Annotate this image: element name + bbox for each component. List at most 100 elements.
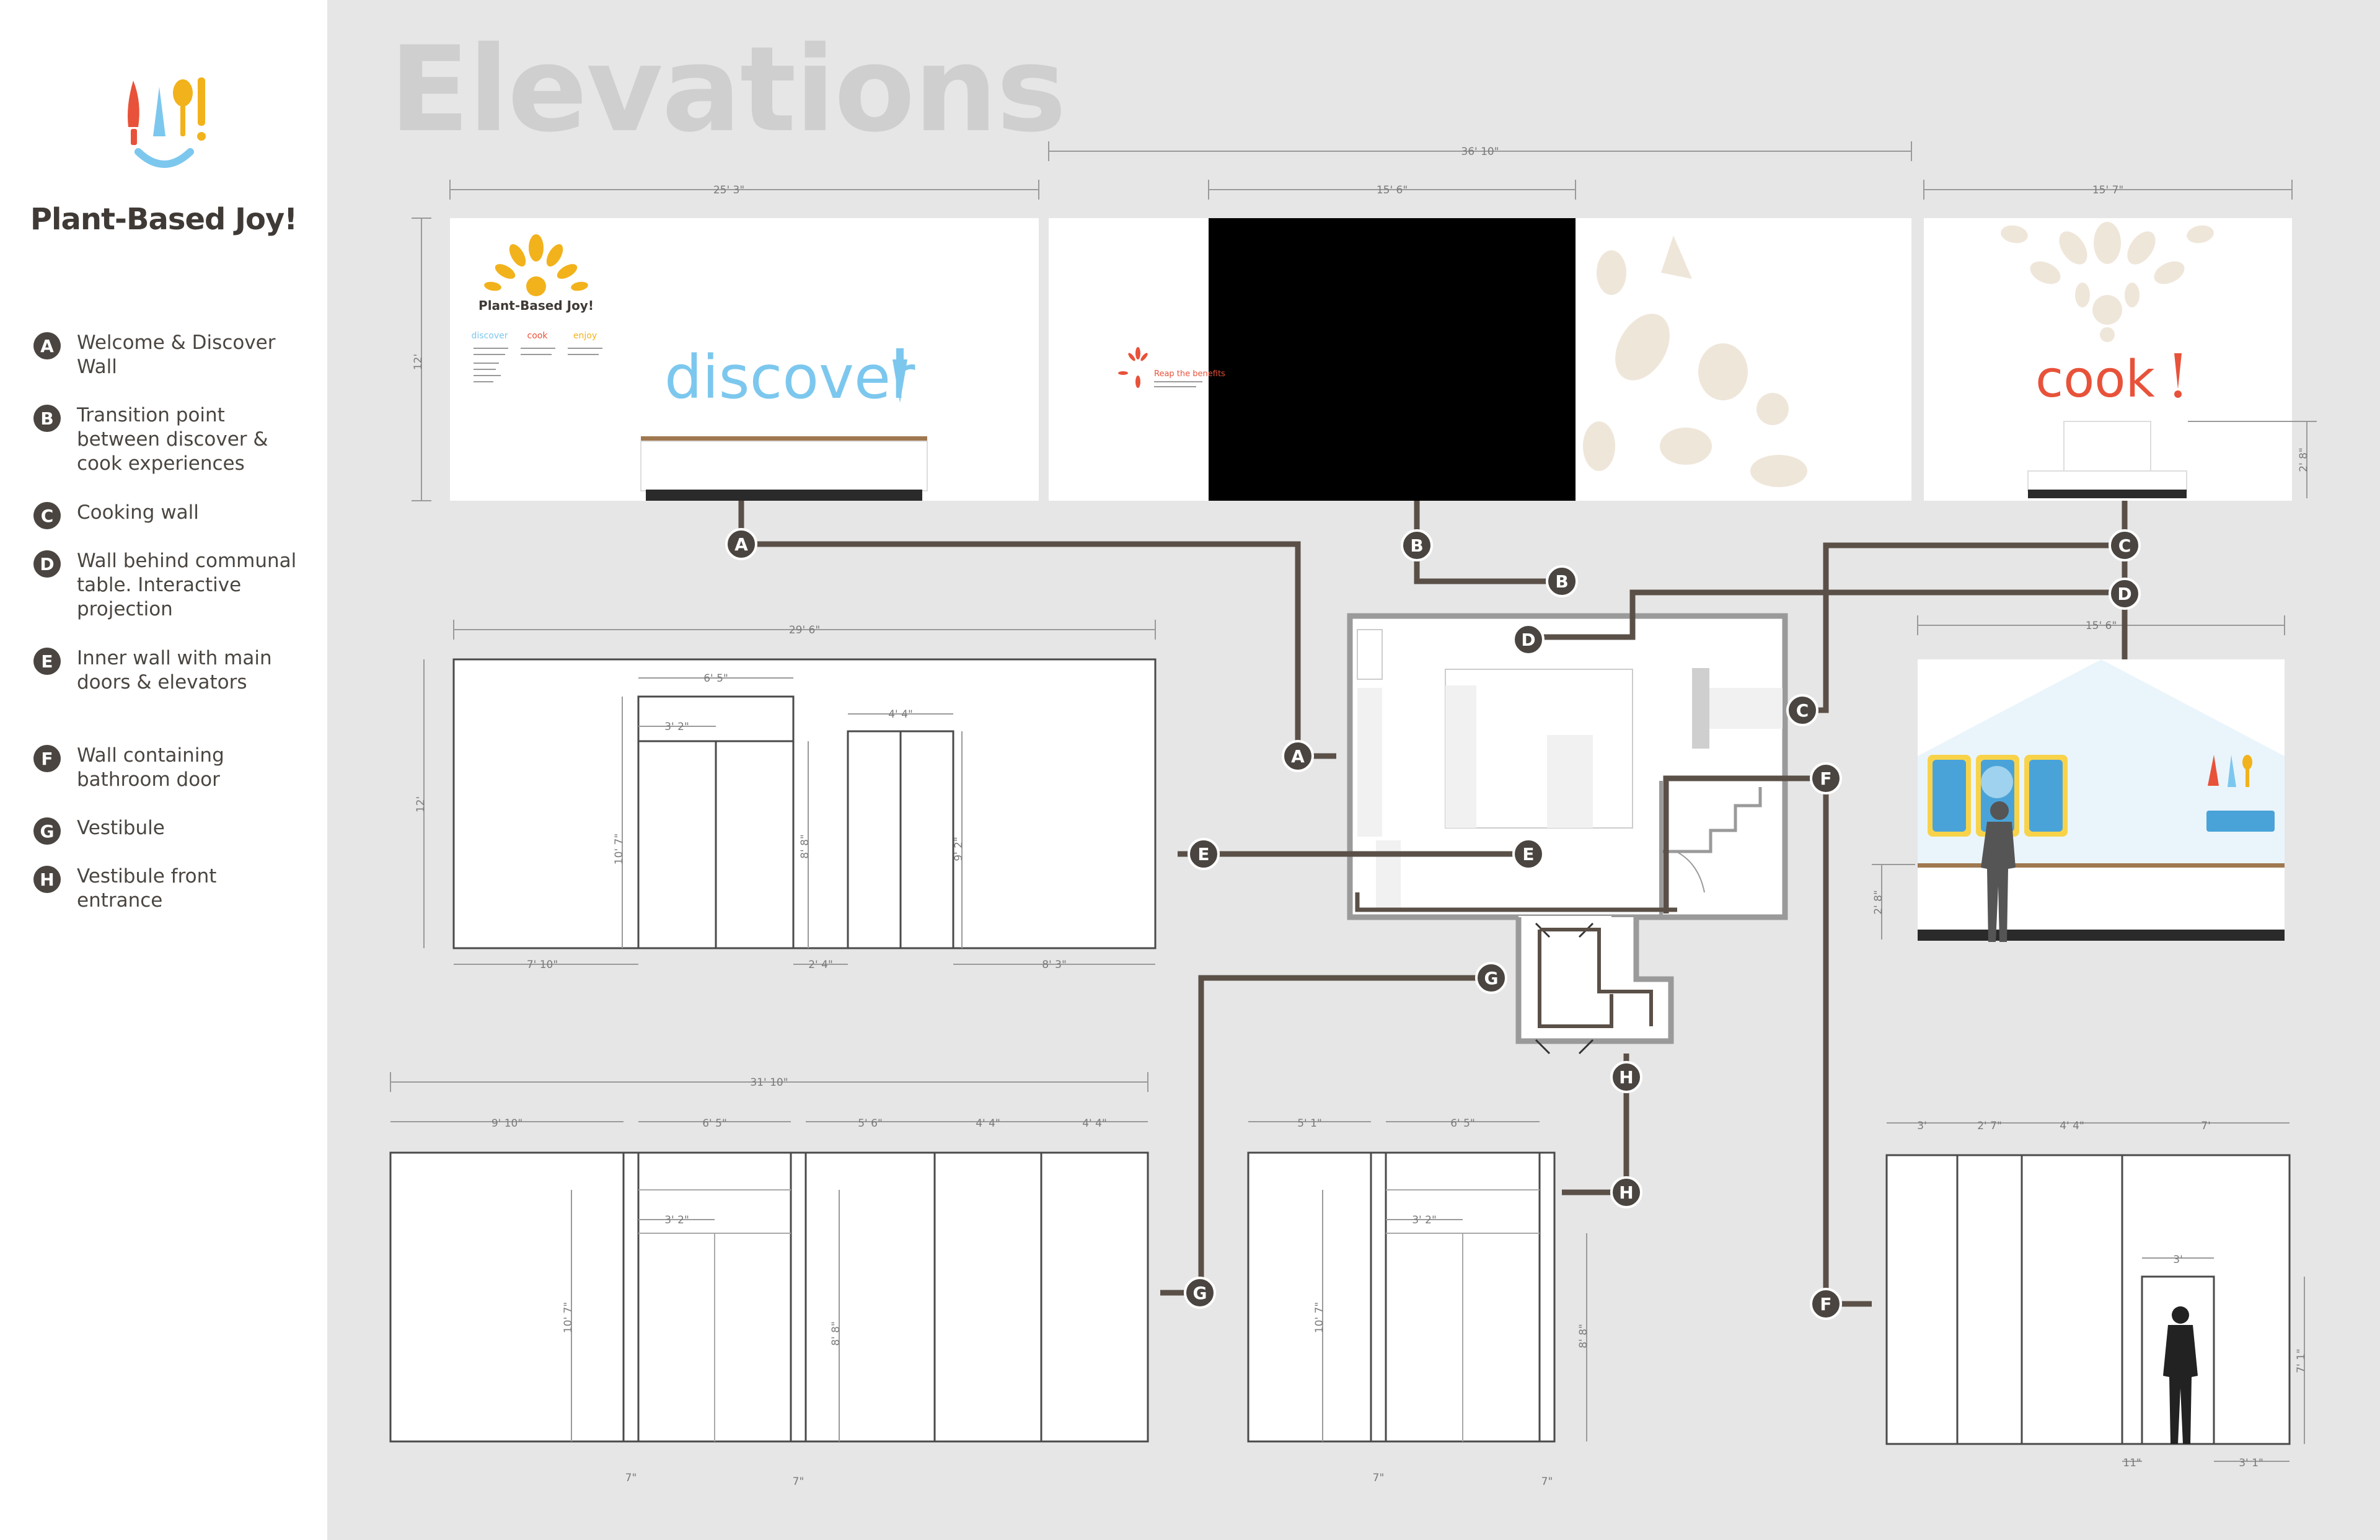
legend-badge: F bbox=[33, 745, 61, 772]
marker-d: D bbox=[1512, 623, 1545, 656]
dim-label: 10' 7" bbox=[613, 834, 625, 865]
svg-text:D: D bbox=[1521, 630, 1535, 650]
svg-text:G: G bbox=[1484, 968, 1499, 988]
floor-plan bbox=[1347, 613, 1788, 1055]
brand-title: Plant-Based Joy! bbox=[30, 202, 298, 237]
dim-label: 4' 4" bbox=[1082, 1117, 1107, 1130]
mini-word-discover: discover bbox=[472, 331, 508, 341]
panel-a-welcome-discover: 25' 3" 12' Plant-Based Joy! discover coo… bbox=[412, 180, 1039, 501]
marker-f: F bbox=[1810, 1288, 1842, 1320]
legend-badge: H bbox=[33, 866, 61, 893]
markers: A A B B C C D D E E F F G G H H bbox=[725, 528, 2141, 1320]
legend-badge: G bbox=[33, 817, 61, 845]
connector-lines bbox=[738, 501, 2128, 1307]
dim-label: 7' bbox=[2201, 1120, 2211, 1132]
marker-g: G bbox=[1184, 1277, 1216, 1309]
legend-text: Welcome & Discover Wall bbox=[77, 332, 276, 378]
dim-label: 12' bbox=[415, 796, 427, 812]
svg-text:B: B bbox=[1555, 571, 1568, 592]
person-silhouette bbox=[1981, 801, 2016, 942]
dim-label: 25' 3" bbox=[713, 184, 744, 196]
dim-label: 7" bbox=[1541, 1476, 1553, 1488]
dim-label: 4' 4" bbox=[888, 708, 913, 721]
dim-label: 3' 2" bbox=[664, 721, 689, 733]
panel-h-vestibule-entrance: 5' 1" 6' 5" 3' 2" 10' 7" 8' 8" 7" 7" bbox=[1247, 1117, 1590, 1488]
marker-h: H bbox=[1610, 1061, 1642, 1093]
discover-word: discover bbox=[664, 343, 915, 412]
brand-logo bbox=[128, 77, 206, 168]
dim-label: 3' bbox=[2173, 1254, 2183, 1266]
dim-label: 31' 10" bbox=[750, 1076, 788, 1089]
panel-f-bathroom-wall: 3' 2' 7" 4' 4" 7' 3' 7' 1" 11" 3' 1" bbox=[1885, 1120, 2307, 1469]
dim-label: 6' 5" bbox=[1450, 1117, 1475, 1130]
marker-c: C bbox=[2109, 529, 2141, 561]
marker-b: B bbox=[1401, 529, 1433, 561]
carrot-icon bbox=[892, 348, 907, 403]
dim-label: 10' 7" bbox=[1313, 1302, 1326, 1333]
dim-label: 7" bbox=[1373, 1472, 1385, 1484]
dim-label: 9' 2" bbox=[953, 837, 965, 861]
panel-g-vestibule: 31' 10" 9' 10" 6' 5" 5' 6" 4' 4" 4' 4" 3… bbox=[389, 1072, 1149, 1488]
panel-d-communal-table: 15' 6" 2' 8" bbox=[1872, 615, 2285, 942]
legend-badge: C bbox=[33, 502, 61, 529]
panel-c-cooking-wall: 15' 7" cook 2' 8" bbox=[1923, 180, 2317, 501]
svg-text:F: F bbox=[1820, 1294, 1831, 1314]
legend-text: Transition point between discover & cook… bbox=[77, 404, 268, 475]
legend-text: Wall behind communal table. Interactive … bbox=[77, 550, 297, 620]
page-title: Elevations bbox=[389, 21, 1067, 158]
dim-label: 2' 7" bbox=[1977, 1120, 2002, 1132]
dim-label: 4' 4" bbox=[976, 1117, 1000, 1130]
svg-text:B: B bbox=[1410, 535, 1423, 556]
dim-label: 15' 6" bbox=[2086, 620, 2117, 632]
tagline: Reap the benefits bbox=[1154, 369, 1225, 379]
legend-item-f: F Wall containing bathroom door bbox=[33, 744, 306, 792]
legend-item-e: E Inner wall with main doors & elevators bbox=[33, 647, 306, 695]
brand-logo-small bbox=[2208, 755, 2252, 787]
dim-label: 7' 10" bbox=[527, 959, 558, 971]
svg-text:D: D bbox=[2117, 584, 2131, 604]
dim-label: 8' 8" bbox=[830, 1321, 842, 1346]
dim-label: 11" bbox=[2123, 1457, 2141, 1469]
panel-e-inner-wall: 29' 6" 12' 6' 5" 3' 2" 4' 4" 10' 7" 8' 8… bbox=[415, 620, 1157, 971]
marker-h: H bbox=[1610, 1176, 1642, 1208]
panel-b-transition: 36' 10" 15' 6" Reap the benefits bbox=[1048, 141, 1912, 501]
legend-item-a: A Welcome & Discover Wall bbox=[33, 332, 306, 379]
dim-label: 2' 8" bbox=[2298, 447, 2310, 472]
legend-item-h: H Vestibule front entrance bbox=[33, 865, 306, 913]
dim-label: 4' 4" bbox=[2060, 1120, 2084, 1132]
dim-label: 15' 7" bbox=[2092, 184, 2123, 196]
mini-word-enjoy: enjoy bbox=[573, 331, 597, 341]
food-pattern bbox=[1583, 235, 1807, 487]
dim-label: 6' 5" bbox=[702, 1117, 727, 1130]
svg-text:E: E bbox=[1197, 844, 1209, 865]
svg-text:H: H bbox=[1619, 1067, 1633, 1088]
dim-label: 7" bbox=[625, 1472, 637, 1484]
svg-text:G: G bbox=[1193, 1283, 1207, 1303]
dim-label: 29' 6" bbox=[789, 624, 820, 636]
marker-e: E bbox=[1188, 838, 1220, 870]
legend-badge: D bbox=[33, 550, 61, 578]
svg-text:H: H bbox=[1619, 1182, 1633, 1203]
burst-logo bbox=[484, 234, 588, 296]
sidebar: Plant-Based Joy! A Welcome & Discover Wa… bbox=[0, 0, 327, 1540]
dim-label: 5' 6" bbox=[858, 1117, 883, 1130]
projection-screen bbox=[1209, 218, 1576, 501]
legend-text: Inner wall with main doors & elevators bbox=[77, 647, 272, 693]
dim-label: 6' 5" bbox=[703, 672, 728, 685]
marker-a: A bbox=[1282, 740, 1314, 772]
dim-label: 3' 2" bbox=[1412, 1214, 1437, 1226]
svg-text:C: C bbox=[1796, 700, 1809, 721]
legend-badge: A bbox=[33, 332, 61, 359]
marker-d: D bbox=[2109, 578, 2141, 610]
dim-label: 5' 1" bbox=[1297, 1117, 1322, 1130]
small-burst-icon bbox=[1118, 347, 1148, 388]
dim-label: 3' bbox=[1917, 1120, 1927, 1132]
cook-word: cook bbox=[2035, 350, 2155, 409]
mini-title: Plant-Based Joy! bbox=[478, 298, 594, 313]
legend-badge: B bbox=[33, 405, 61, 432]
legend-text: Vestibule front entrance bbox=[77, 865, 217, 912]
svg-text:A: A bbox=[1291, 746, 1305, 767]
dim-label: 9' 10" bbox=[491, 1117, 522, 1130]
legend-text: Wall containing bathroom door bbox=[77, 744, 224, 791]
legend-item-c: C Cooking wall bbox=[33, 501, 306, 529]
